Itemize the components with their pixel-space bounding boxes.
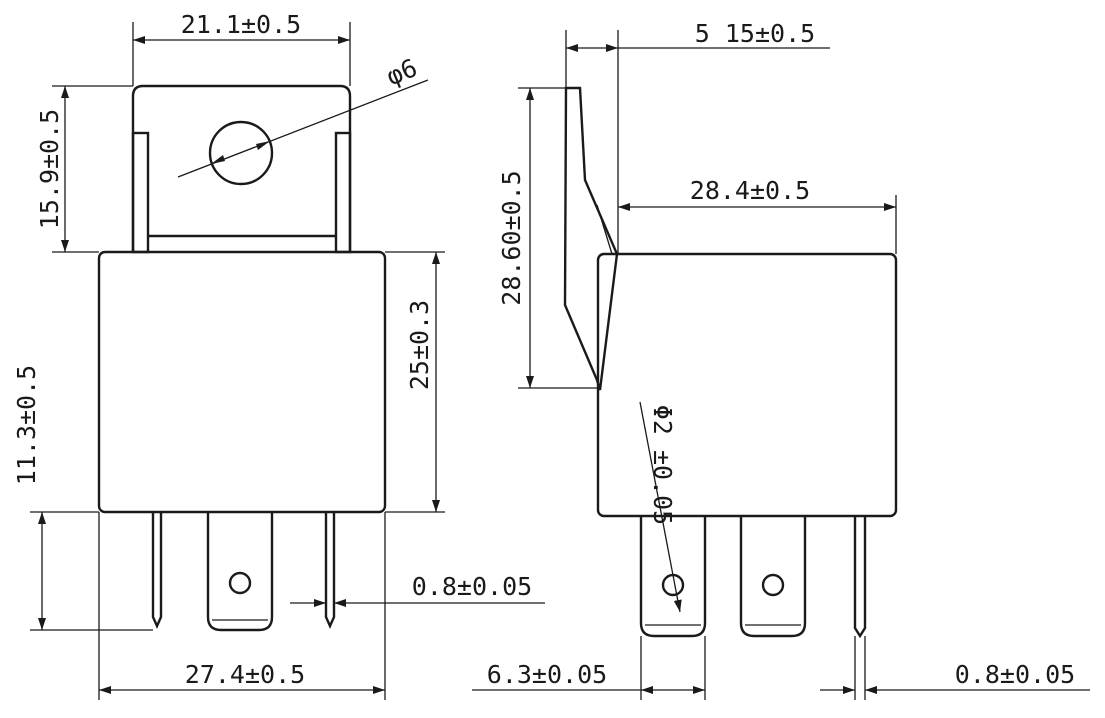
front-terminal-center — [206, 512, 274, 632]
front-body-height-label: 25±0.3 — [405, 300, 434, 390]
side-pin-thickness-label: 0.8±0.05 — [955, 660, 1075, 689]
side-terminal-left — [639, 516, 707, 638]
front-body-width-label: 27.4±0.5 — [185, 660, 305, 689]
front-width-label: 21.1±0.5 — [181, 10, 301, 39]
side-body-depth-label: 28.4±0.5 — [690, 176, 810, 205]
side-bracket-offset-label: 5 15±0.5 — [695, 19, 815, 48]
side-relay-body — [596, 252, 898, 518]
side-view: 5 15±0.5 28.60±0.5 28.4±0.5 Φ2 ±0.05 6.3… — [472, 19, 1090, 700]
front-view: 21.1±0.5 φ6 15.9±0.5 25±0.3 11.3±0.5 27.… — [12, 10, 545, 700]
front-tab-left-slot — [131, 131, 150, 254]
front-pin-thickness-label: 0.8±0.05 — [412, 572, 532, 601]
side-mounting-bracket — [563, 86, 619, 391]
side-terminal-width-label: 6.3±0.05 — [487, 660, 607, 689]
front-pin-length-label: 11.3±0.5 — [12, 365, 41, 485]
front-terminal-hole — [228, 571, 252, 595]
front-pin-left — [151, 512, 163, 629]
front-pin-right — [324, 512, 336, 629]
front-tab-height-label: 15.9±0.5 — [35, 109, 64, 229]
front-relay-body — [97, 250, 387, 514]
side-terminal-center — [739, 516, 807, 638]
front-mounting-tab — [131, 84, 352, 252]
side-terminal-center-hole — [761, 573, 785, 597]
front-mounting-hole — [208, 120, 274, 186]
side-pin-right — [853, 516, 867, 639]
side-pin-hole-label: Φ2 ±0.05 — [648, 405, 677, 525]
side-bracket-height-label: 28.60±0.5 — [497, 170, 526, 305]
front-tab-right-slot — [334, 131, 352, 254]
